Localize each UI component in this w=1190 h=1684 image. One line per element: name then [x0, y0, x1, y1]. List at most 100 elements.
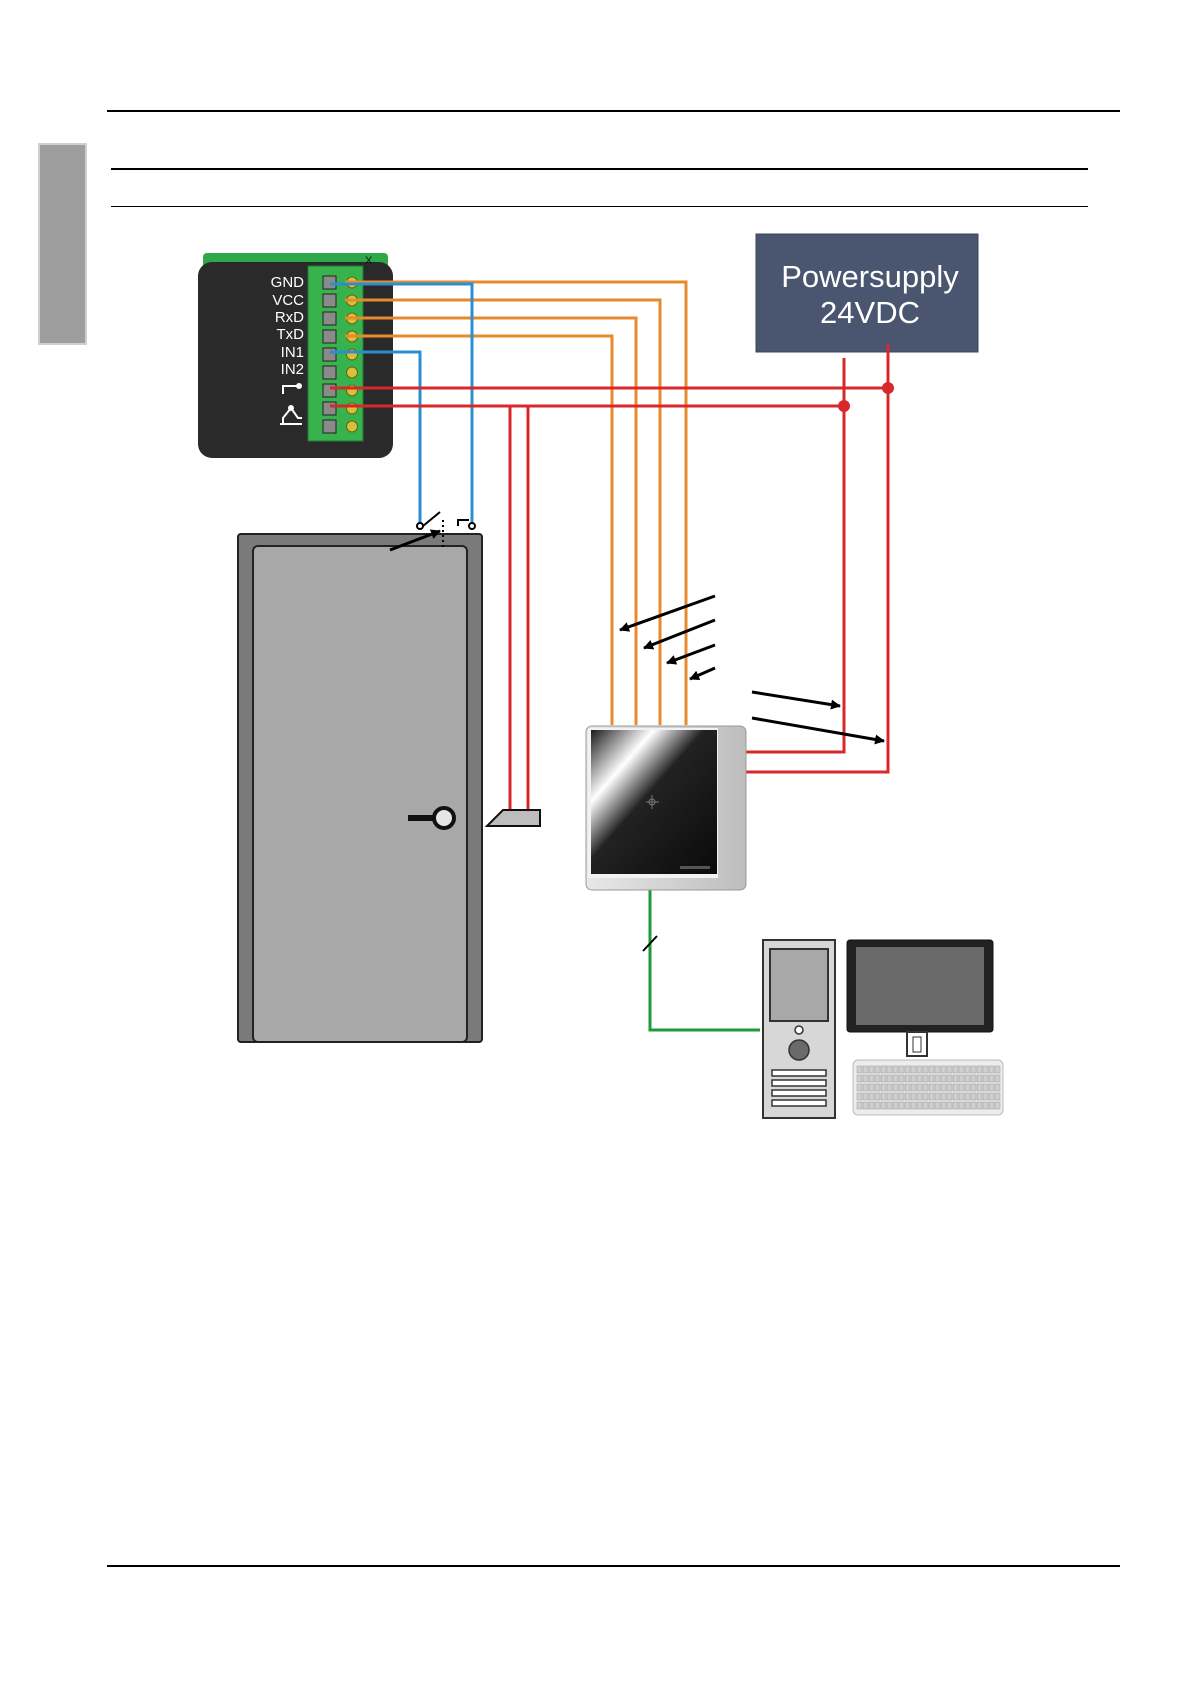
keyboard-key: [869, 1102, 874, 1109]
power-supply: Powersupply 24VDC: [756, 234, 978, 352]
keyboard-key: [995, 1084, 1000, 1091]
wire-psu-reader-a-red: [742, 406, 844, 752]
keyboard-key: [893, 1093, 898, 1100]
keyboard-key: [875, 1093, 880, 1100]
keyboard-key: [869, 1066, 874, 1073]
keyboard-key: [989, 1102, 994, 1109]
keyboard-key: [953, 1066, 958, 1073]
keyboard-key: [923, 1093, 928, 1100]
keyboard-key: [989, 1075, 994, 1082]
keyboard-key: [983, 1102, 988, 1109]
terminal-clamp: [323, 402, 336, 415]
annotation-arrow: [644, 620, 715, 648]
keyboard-key: [971, 1066, 976, 1073]
keyboard-key: [905, 1102, 910, 1109]
keyboard-key: [935, 1075, 940, 1082]
terminal-clamp: [323, 384, 336, 397]
psu-label-line1: Powersupply: [781, 259, 959, 294]
junction-dot: [882, 382, 894, 394]
keyboard-key: [905, 1066, 910, 1073]
keyboard-key: [881, 1102, 886, 1109]
keyboard-key: [971, 1102, 976, 1109]
keyboard-key: [953, 1093, 958, 1100]
keyboard-key: [947, 1084, 952, 1091]
keyboard-key: [923, 1075, 928, 1082]
keyboard-key: [923, 1084, 928, 1091]
keyboard-key: [935, 1102, 940, 1109]
terminal-label-gnd: GND: [271, 274, 305, 291]
keyboard-key: [953, 1084, 958, 1091]
keyboard-key: [857, 1066, 862, 1073]
keyboard-key: [875, 1102, 880, 1109]
terminal-clamp: [323, 330, 336, 343]
keyboard-key: [983, 1075, 988, 1082]
keyboard-key: [995, 1102, 1000, 1109]
terminal-label-rxd: RxD: [275, 309, 304, 326]
keyboard-key: [977, 1093, 982, 1100]
keyboard-key: [881, 1093, 886, 1100]
keyboard-key: [899, 1093, 904, 1100]
terminal-label-in1: IN1: [281, 344, 304, 361]
keyboard-key: [923, 1066, 928, 1073]
terminal-label-vcc: VCC: [272, 292, 304, 309]
keyboard-key: [887, 1084, 892, 1091]
keyboard-key: [941, 1075, 946, 1082]
keyboard-key: [887, 1075, 892, 1082]
annotation-arrow: [690, 668, 715, 679]
keyboard-key: [959, 1066, 964, 1073]
keyboard-key: [953, 1102, 958, 1109]
keyboard-key: [929, 1066, 934, 1073]
keyboard-key: [929, 1075, 934, 1082]
keyboard-key: [977, 1075, 982, 1082]
keyboard-key: [875, 1066, 880, 1073]
keyboard-key: [863, 1102, 868, 1109]
terminal-clamp: [323, 420, 336, 433]
wire-network-green: [650, 884, 760, 1030]
terminal-clamp: [323, 348, 336, 361]
keyboard-key: [893, 1075, 898, 1082]
keyboard-key: [959, 1093, 964, 1100]
door-strike-icon: [487, 810, 540, 826]
keyboard-key: [995, 1075, 1000, 1082]
keyboard-key: [941, 1093, 946, 1100]
pc-tower-icon: [763, 940, 835, 1118]
keyboard-key: [971, 1093, 976, 1100]
keyboard-key: [899, 1102, 904, 1109]
keyboard-key: [911, 1102, 916, 1109]
keyboard-key: [893, 1066, 898, 1073]
keyboard-key: [917, 1093, 922, 1100]
psu-label-line2: 24VDC: [820, 295, 920, 330]
terminal-clamp: [323, 312, 336, 325]
keyboard-key: [995, 1066, 1000, 1073]
keyboard-key: [857, 1102, 862, 1109]
keyboard-key: [947, 1066, 952, 1073]
keyboard-key: [863, 1066, 868, 1073]
keyboard-key: [953, 1075, 958, 1082]
keyboard-key: [965, 1066, 970, 1073]
keyboard-key: [863, 1084, 868, 1091]
wire-psu-reader-b-red: [742, 388, 888, 772]
keyboard-key: [929, 1084, 934, 1091]
terminal-clamp: [323, 366, 336, 379]
keyboard-key: [959, 1075, 964, 1082]
keyboard-key: [905, 1075, 910, 1082]
keyboard-key: [869, 1075, 874, 1082]
keyboard-key: [911, 1075, 916, 1082]
keyboard-key: [857, 1075, 862, 1082]
keyboard-key: [965, 1102, 970, 1109]
keyboard-key: [893, 1084, 898, 1091]
keyboard-key: [971, 1084, 976, 1091]
keyboard-key: [905, 1084, 910, 1091]
keyboard-key: [935, 1066, 940, 1073]
keyboard-icon: [853, 1060, 1003, 1115]
keyboard-key: [857, 1084, 862, 1091]
keyboard-key: [887, 1093, 892, 1100]
keyboard-key: [929, 1102, 934, 1109]
keyboard-key: [983, 1066, 988, 1073]
monitor-icon: [847, 940, 993, 1056]
keyboard-key: [899, 1066, 904, 1073]
wire-strike-a-red: [496, 406, 510, 810]
keyboard-key: [887, 1066, 892, 1073]
keyboard-key: [893, 1102, 898, 1109]
terminal-label-txd: TxD: [277, 326, 305, 343]
